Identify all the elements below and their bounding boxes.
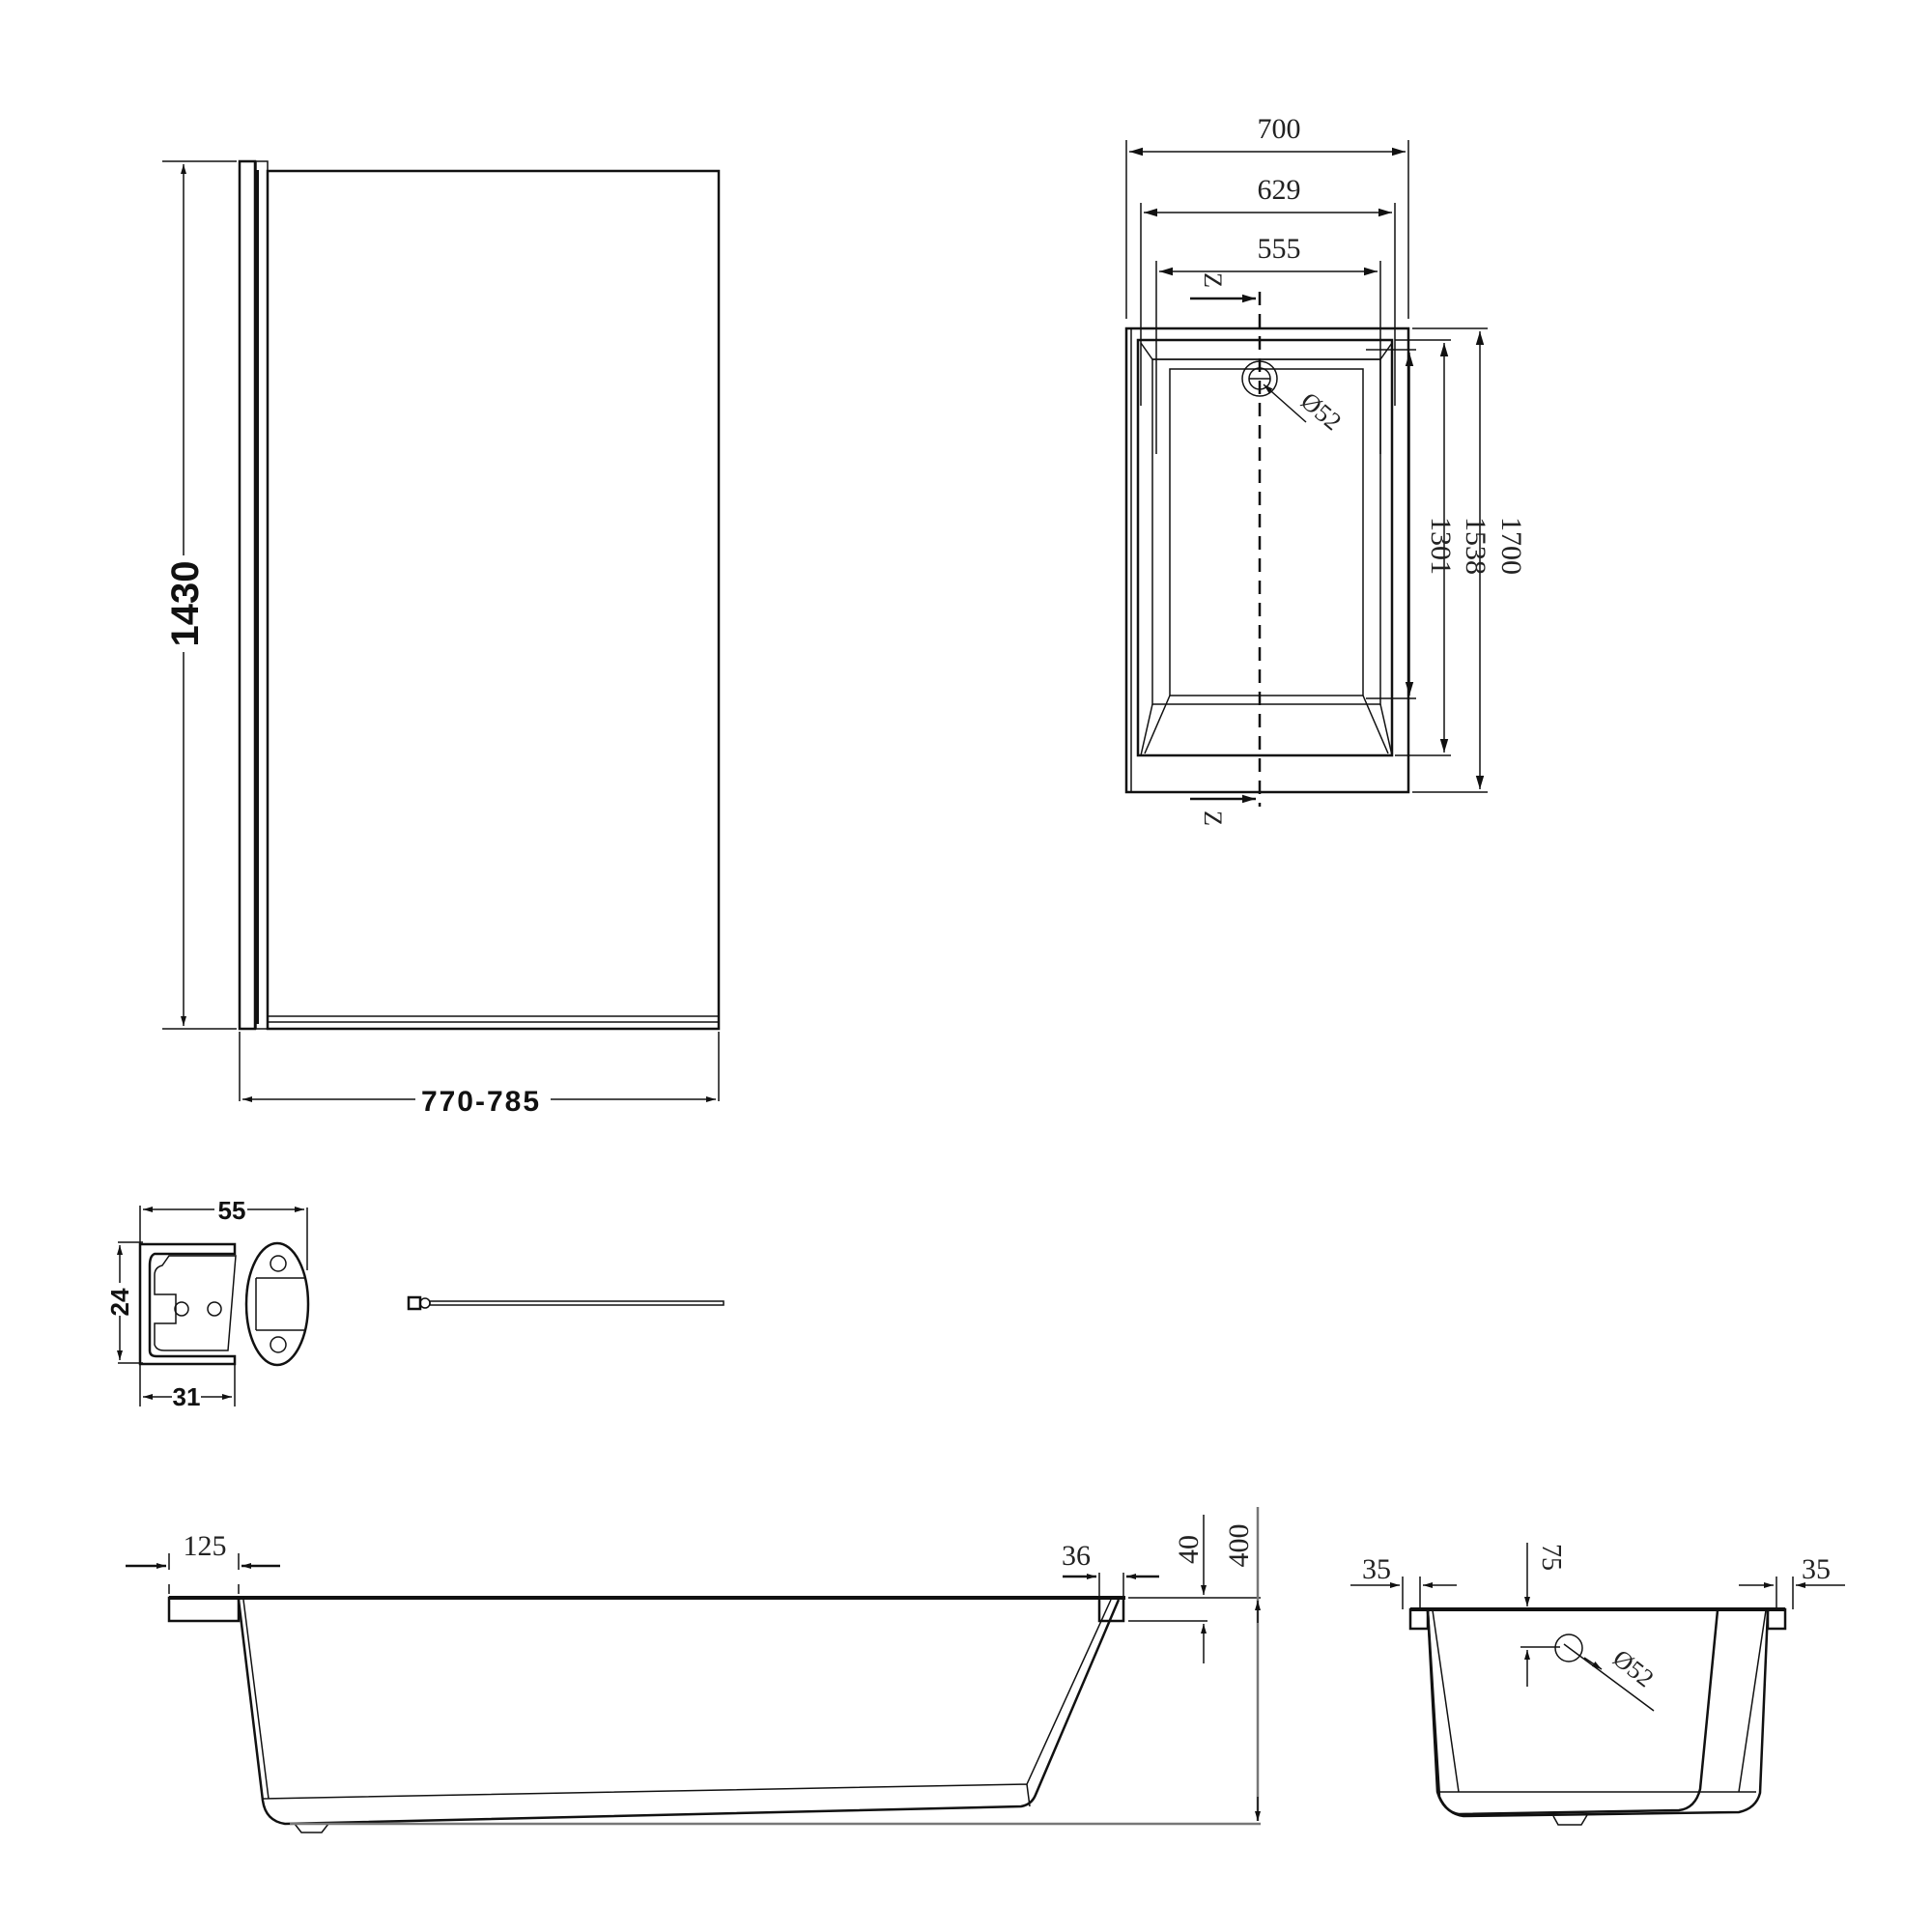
bath-side-rim-left [167, 1596, 241, 1623]
profile-hinge-barrel [244, 1241, 310, 1367]
bath-end-outline [1426, 1609, 1770, 1818]
screen-elevation: 1430 770-785 [162, 159, 721, 1118]
bath-end-rim-left [1408, 1607, 1430, 1631]
bath-width-outer-label: 700 [1258, 113, 1301, 145]
profile-width-label: 55 [218, 1196, 246, 1225]
bath-end-elevation: Ø52 75 35 35 [1350, 1543, 1845, 1826]
bath-side-rim-right-label: 36 [1062, 1540, 1091, 1572]
profile-section: 55 24 31 [104, 1190, 310, 1411]
screen-glass-panel [266, 169, 721, 1031]
bath-side-rim-right [1097, 1596, 1125, 1623]
bath-length-inner-label: 1301 [1425, 517, 1457, 575]
bath-end-rim-right-label: 35 [1802, 1553, 1831, 1585]
bath-side-height-label: 400 [1223, 1524, 1255, 1568]
screen-plan-glass-line [429, 1300, 724, 1306]
bath-plan-view: 700 629 555 Z Z Ø52 [1124, 113, 1527, 826]
section-mark-bottom: Z [1199, 810, 1227, 826]
bath-end-rim-left-label: 35 [1362, 1553, 1391, 1585]
profile-height-label: 24 [105, 1288, 134, 1316]
bath-basin-outline [1136, 338, 1394, 757]
bath-waste-label: Ø52 [1295, 386, 1347, 436]
bath-end-overflow-label: Ø52 [1607, 1644, 1659, 1692]
profile-wall-channel [138, 1242, 237, 1366]
bath-outer-rim [1124, 327, 1410, 794]
hinge-block [407, 1295, 422, 1311]
screen-width-label: 770-785 [421, 1086, 541, 1118]
bath-length-outer-label: 1700 [1495, 517, 1527, 575]
bath-width-mid-label: 629 [1258, 174, 1301, 206]
bath-end-overflow-drop-label: 75 [1536, 1544, 1566, 1571]
section-mark-top: Z [1199, 272, 1227, 288]
profile-screw-port [174, 1301, 189, 1317]
bath-side-elevation: 125 36 40 400 [126, 1507, 1261, 1833]
bath-length-mid-label: 1538 [1460, 517, 1492, 575]
bath-waste-outer [1241, 360, 1278, 397]
bath-end-body [1426, 1609, 1719, 1816]
hinge-pivot [419, 1297, 431, 1309]
profile-inner-channel [154, 1255, 237, 1351]
bath-width-inner-label: 555 [1258, 233, 1301, 265]
screen-plan-view [407, 1295, 724, 1311]
bath-side-body [237, 1599, 1121, 1826]
bath-basin-floor [1151, 358, 1381, 705]
bath-end-foot [1552, 1814, 1588, 1826]
screen-height-label: 1430 [164, 561, 207, 647]
bath-side-foot [294, 1823, 329, 1833]
bath-end-rim-right [1766, 1607, 1787, 1631]
bath-side-rim-left-label: 125 [184, 1530, 227, 1562]
screen-hinge-rail [238, 159, 257, 1031]
bath-waste-leader [1263, 384, 1307, 423]
bath-end-overflow [1554, 1634, 1583, 1662]
profile-base-label: 31 [173, 1382, 201, 1411]
bath-side-rim-thickness-label: 40 [1173, 1535, 1205, 1564]
